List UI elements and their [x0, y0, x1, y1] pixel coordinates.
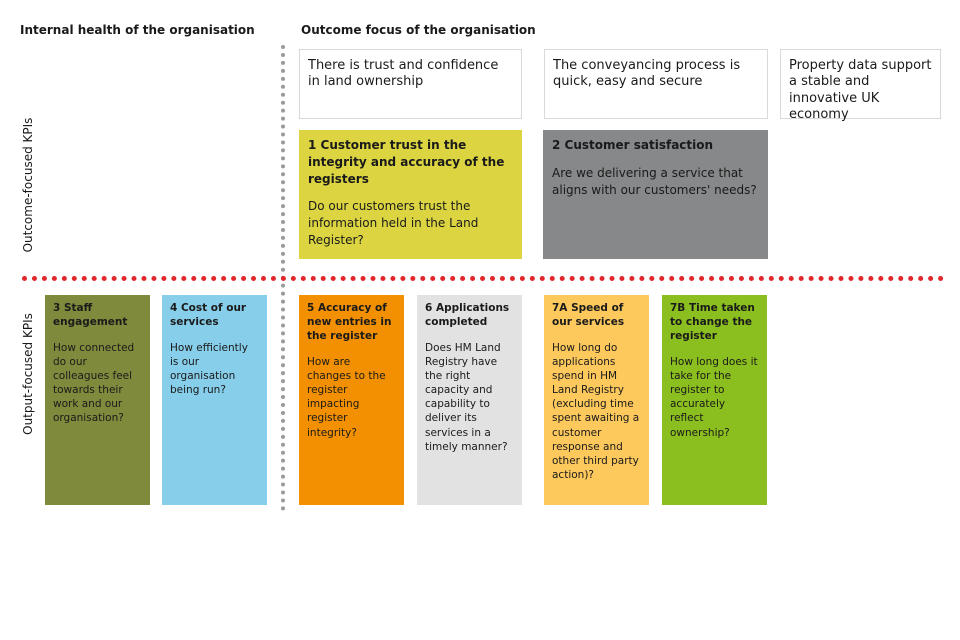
- kpi-1-customer-trust: 1 Customer trust in the integrity and ac…: [299, 130, 522, 259]
- kpi-2-title: 2 Customer satisfaction: [552, 138, 714, 152]
- outcome-property-data-box: Property data support a stable and innov…: [780, 49, 941, 122]
- outcome-focus-heading: Outcome focus of the organisation: [301, 23, 536, 37]
- outcome-kpis-label: Outcome-focused KPIs: [21, 117, 35, 253]
- kpi-7b-time-to-change-register: 7B Time taken to change the register How…: [662, 295, 767, 505]
- kpi-3-title: 3 Staff engagement: [53, 302, 128, 329]
- kpi-4-cost-of-services: 4 Cost of our services How efficiently i…: [162, 295, 267, 505]
- outcome-trust-box: There is trust and confidence in land ow…: [299, 49, 522, 119]
- horizontal-divider: [22, 276, 944, 281]
- internal-health-heading: Internal health of the organisation: [20, 23, 255, 37]
- outcome-trust-text: There is trust and confidence in land ow…: [308, 58, 499, 90]
- outcome-conveyancing-box: The conveyancing process is quick, easy …: [544, 49, 768, 119]
- kpi-2-question: Are we delivering a service that aligns …: [552, 165, 757, 197]
- kpi-5-accuracy-new-entries: 5 Accuracy of new entries in the registe…: [299, 295, 404, 505]
- kpi-5-question: How are changes to the register impactin…: [307, 356, 386, 439]
- output-kpis-label: Output-focused KPIs: [21, 313, 35, 435]
- kpi-6-title: 6 Applications completed: [425, 302, 510, 329]
- outcome-conveyancing-text: The conveyancing process is quick, easy …: [553, 58, 741, 90]
- kpi-3-staff-engagement: 3 Staff engagement How connected do our …: [45, 295, 150, 505]
- kpi-7b-title: 7B Time taken to change the register: [670, 302, 755, 343]
- kpi-1-title: 1 Customer trust in the integrity and ac…: [308, 138, 505, 186]
- kpi-1-question: Do our customers trust the information h…: [308, 199, 479, 247]
- kpi-6-question: Does HM Land Registry have the right cap…: [425, 342, 508, 453]
- kpi-7a-question: How long do applications spend in HM Lan…: [552, 342, 640, 481]
- kpi-2-customer-satisfaction: 2 Customer satisfaction Are we deliverin…: [543, 130, 768, 259]
- kpi-7a-speed-of-services: 7A Speed of our services How long do app…: [544, 295, 649, 505]
- kpi-3-question: How connected do our colleagues feel tow…: [53, 342, 135, 425]
- kpi-4-question: How efficiently is our organisation bein…: [170, 342, 248, 397]
- kpi-7b-question: How long does it take for the register t…: [670, 356, 758, 439]
- kpi-6-applications-completed: 6 Applications completed Does HM Land Re…: [417, 295, 522, 505]
- kpi-7a-title: 7A Speed of our services: [552, 302, 625, 329]
- outcome-property-data-text: Property data support a stable and innov…: [789, 58, 932, 122]
- kpi-4-title: 4 Cost of our services: [170, 302, 247, 329]
- kpi-5-title: 5 Accuracy of new entries in the registe…: [307, 302, 392, 343]
